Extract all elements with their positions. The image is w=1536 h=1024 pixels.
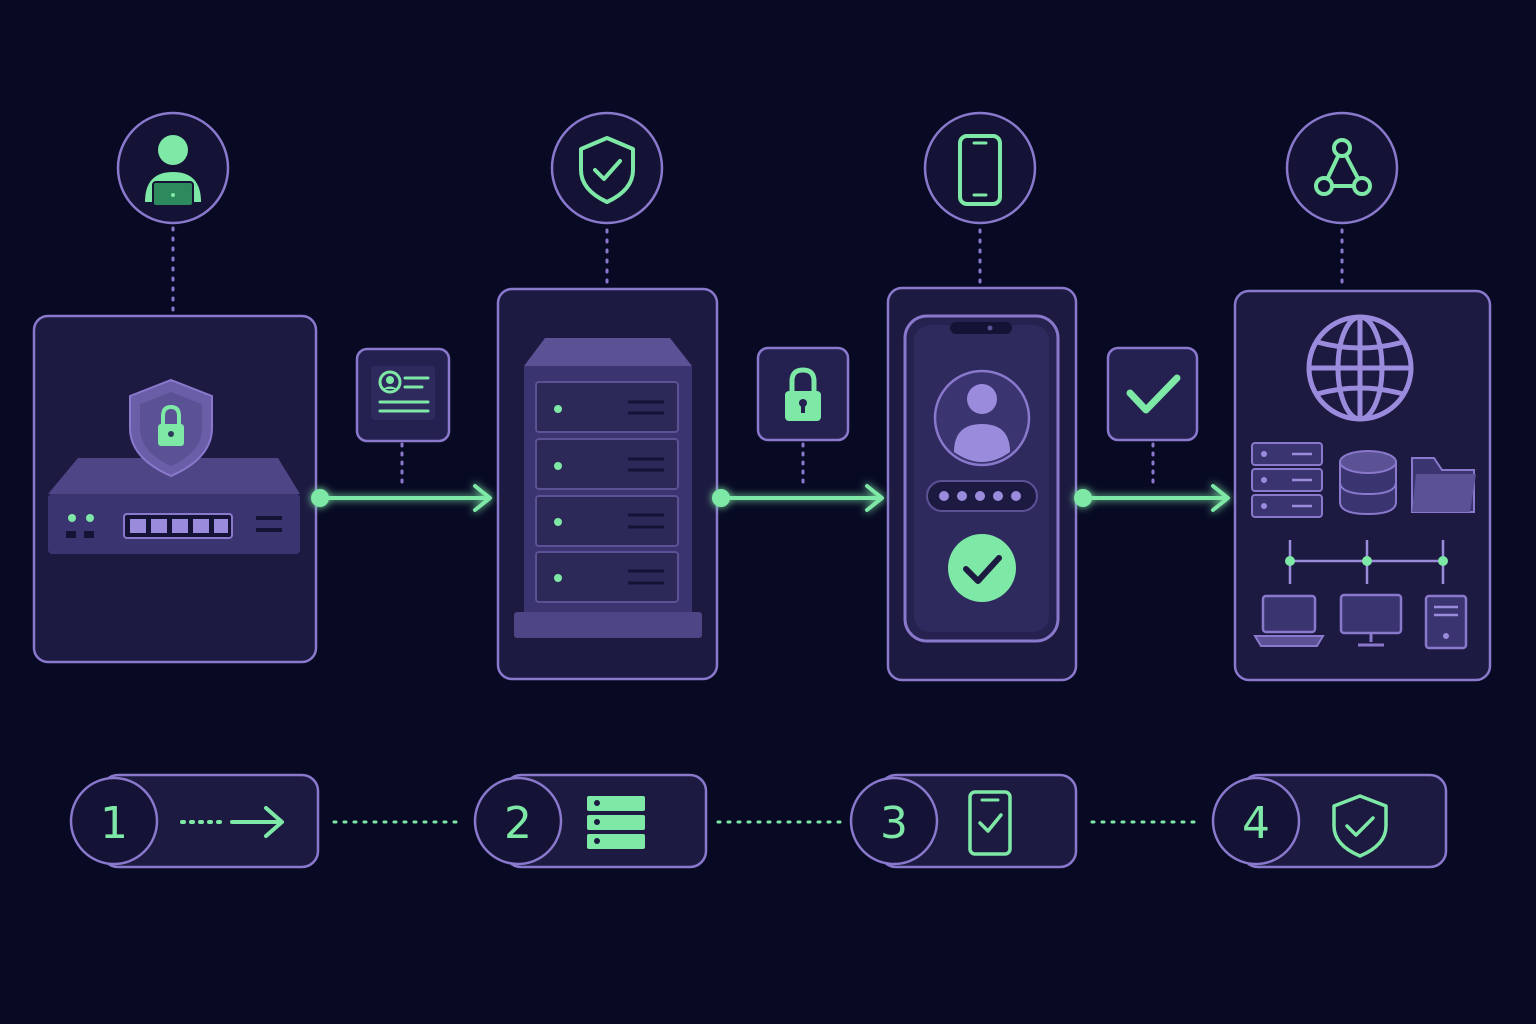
desktop-tower-icon (1424, 594, 1468, 650)
connector-2 (712, 346, 884, 512)
connector-3 (1074, 346, 1230, 512)
folder-icon (1411, 457, 1476, 513)
step-number: 3 (880, 798, 908, 849)
globe-icon (1306, 314, 1414, 422)
step-number: 4 (1242, 798, 1270, 849)
stage-1-top-badge (116, 111, 230, 314)
laptop-icon (1253, 594, 1325, 647)
lock-icon (785, 367, 821, 421)
smartphone-icon (958, 134, 1002, 206)
server-stack-icon (587, 796, 645, 849)
stage-3-top-badge (923, 111, 1037, 287)
step-1: 1 (69, 773, 320, 869)
step-4: 4 (1211, 773, 1448, 869)
server-unit (535, 495, 679, 547)
server-rack-icon (514, 338, 702, 638)
step-2: 2 (473, 773, 708, 869)
phone-check-icon (968, 790, 1012, 856)
phone-login-icon (903, 314, 1060, 643)
network-nodes-icon (1314, 138, 1372, 196)
id-card-icon (371, 366, 435, 420)
dotted-arrow-icon (180, 806, 284, 838)
monitor-icon (1339, 593, 1403, 647)
step-number: 2 (504, 798, 532, 849)
server-unit (535, 438, 679, 490)
shield-check-icon (579, 136, 635, 204)
server-unit (535, 551, 679, 603)
stage-4-top-badge (1285, 111, 1399, 289)
checkmark-icon (1126, 374, 1181, 414)
password-field (926, 480, 1038, 512)
network-bus-icon (1285, 540, 1448, 584)
shield-check-icon (1332, 794, 1388, 858)
stage-2-top-badge (550, 111, 664, 287)
server-unit (535, 381, 679, 433)
flow-arrow (712, 484, 884, 512)
database-icon (1339, 450, 1397, 516)
success-check-icon (948, 534, 1016, 602)
stage-1-panel (32, 314, 318, 664)
flow-arrow (311, 484, 492, 512)
top-icon-row (116, 111, 1399, 314)
step-number: 1 (100, 798, 128, 849)
resources-icon (1251, 314, 1476, 650)
avatar-icon (933, 369, 1031, 467)
stage-4-panel (1233, 289, 1492, 682)
stage-2-panel (496, 287, 719, 681)
flow-arrow (1074, 484, 1230, 512)
user-laptop-icon (145, 135, 201, 207)
stage-3-panel (886, 286, 1078, 682)
firewall-router-icon (48, 378, 300, 554)
step-3: 3 (849, 773, 1078, 869)
server-icon (1251, 442, 1323, 518)
connector-1 (311, 347, 492, 512)
step-row: 1 2 3 (69, 773, 1448, 869)
